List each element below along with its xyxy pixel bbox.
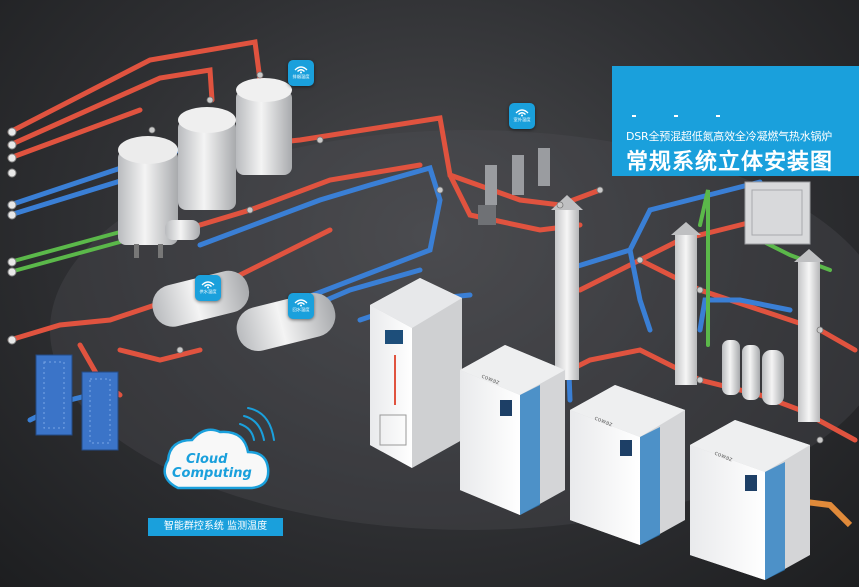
- title-panel: DSR全预混超低氮高效全冷凝燃气热水锅炉 常规系统立体安装图: [612, 66, 859, 176]
- wifi-signal-icon: [239, 407, 275, 441]
- chimney-1: [551, 195, 583, 380]
- diagram-title: 常规系统立体安装图: [626, 150, 834, 175]
- boiler-3: [690, 420, 810, 580]
- cloud-icon: [163, 428, 270, 490]
- wifi-icon: [294, 299, 308, 307]
- boiler-2: [570, 385, 685, 545]
- pipe-end-caps: [7, 127, 17, 345]
- plate-heat-exchanger-1: [35, 354, 73, 436]
- storage-tank-1: [118, 136, 178, 258]
- control-cabinet: [370, 278, 462, 468]
- cloud-caption: 智能群控系统 监测温度: [148, 518, 283, 536]
- supply-temp-label: 供水温度: [199, 289, 217, 295]
- exhaust-temp-label: 排烟温度: [292, 74, 310, 80]
- supply-temp-sensor: 供水温度: [195, 275, 221, 301]
- chimney-3: [794, 249, 824, 422]
- wifi-icon: [294, 66, 308, 74]
- diagram-subtitle: DSR全预混超低氮高效全冷凝燃气热水锅炉: [626, 130, 833, 143]
- outdoor-temp-label: 室外温度: [513, 117, 531, 123]
- boiler-1: [460, 345, 565, 515]
- title-decoration: [632, 102, 758, 121]
- small-tank: [165, 220, 200, 240]
- water-treatment-unit: [722, 181, 811, 405]
- valves: [148, 71, 824, 444]
- storage-tank-3: [236, 78, 292, 175]
- pump-group: [478, 148, 550, 225]
- return-temp-sensor: 回水温度: [288, 293, 314, 319]
- cloud-title-line2: Computing: [172, 466, 252, 481]
- wifi-icon: [201, 281, 215, 289]
- storage-tank-2: [178, 107, 236, 210]
- return-temp-label: 回水温度: [292, 307, 310, 313]
- chimney-2: [671, 222, 701, 385]
- wifi-icon: [515, 109, 529, 117]
- outdoor-temp-sensor: 室外温度: [509, 103, 535, 129]
- cloud-title-line1: Cloud: [186, 452, 228, 467]
- exhaust-temp-sensor: 排烟温度: [288, 60, 314, 86]
- plate-heat-exchanger-2: [81, 371, 119, 451]
